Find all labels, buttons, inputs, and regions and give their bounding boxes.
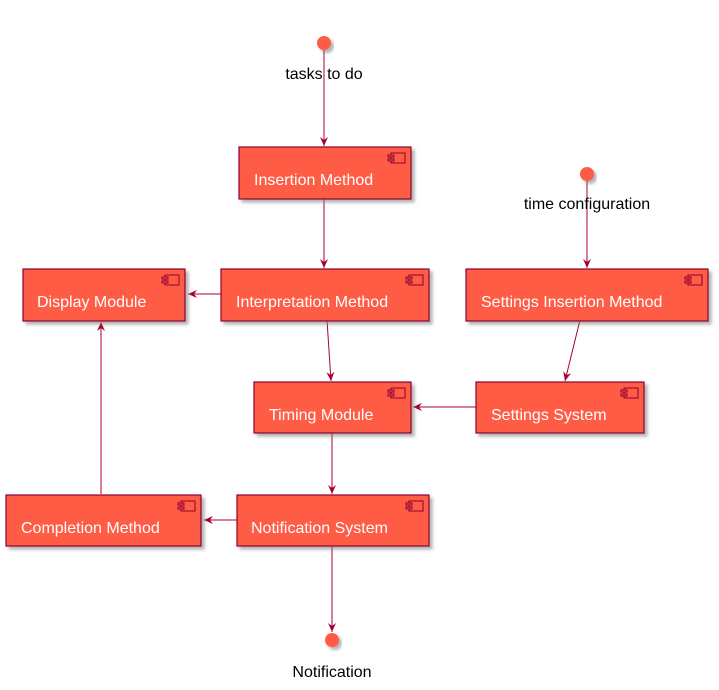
connectors	[97, 50, 591, 632]
component-box	[253, 381, 412, 434]
edge-interpretation-to-timing	[326, 319, 335, 382]
component-icon	[161, 274, 180, 286]
component-label-insertion: Insertion Method	[254, 172, 373, 189]
component-settings-system: Settings System	[475, 381, 645, 434]
component-box	[22, 268, 186, 322]
component-notification-system: Notification System	[236, 494, 430, 547]
interface-label-tasks: tasks to do	[285, 66, 362, 83]
component-box	[465, 268, 709, 322]
component-icon	[620, 387, 639, 399]
component-icon	[405, 274, 424, 286]
interface-circle	[325, 633, 339, 647]
component-insertion-method: Insertion Method	[238, 146, 412, 200]
component-box	[238, 146, 412, 200]
component-box	[220, 268, 430, 322]
component-label-timing: Timing Module	[269, 407, 373, 424]
interface-label-notification: Notification	[292, 664, 371, 681]
interface-notification: Notification	[292, 633, 372, 681]
interface-tasks: tasks to do	[285, 36, 363, 83]
component-box	[5, 494, 202, 547]
interface-circle	[580, 167, 594, 181]
component-display-module: Display Module	[22, 268, 186, 322]
edge-settings-insertion-to-settings-system	[563, 319, 581, 382]
component-icon	[387, 152, 406, 164]
component-box	[475, 381, 645, 434]
component-label-notification-system: Notification System	[251, 520, 388, 537]
component-label-settings-system: Settings System	[491, 407, 607, 424]
interface-circle	[317, 36, 331, 50]
component-label-settings-insertion: Settings Insertion Method	[481, 294, 662, 311]
component-settings-insertion-method: Settings Insertion Method	[465, 268, 709, 322]
component-label-interpretation: Interpretation Method	[236, 294, 388, 311]
interface-time: time configuration	[524, 167, 650, 213]
component-icon	[387, 387, 406, 399]
component-box	[236, 494, 430, 547]
component-timing-module: Timing Module	[253, 381, 412, 434]
component-icon	[684, 274, 703, 286]
interface-label-time: time configuration	[524, 196, 650, 213]
component-interpretation-method: Interpretation Method	[220, 268, 430, 322]
component-icon	[177, 500, 196, 512]
component-completion-method: Completion Method	[5, 494, 202, 547]
component-icon	[405, 500, 424, 512]
component-label-completion: Completion Method	[21, 520, 160, 537]
component-label-display: Display Module	[37, 294, 146, 311]
